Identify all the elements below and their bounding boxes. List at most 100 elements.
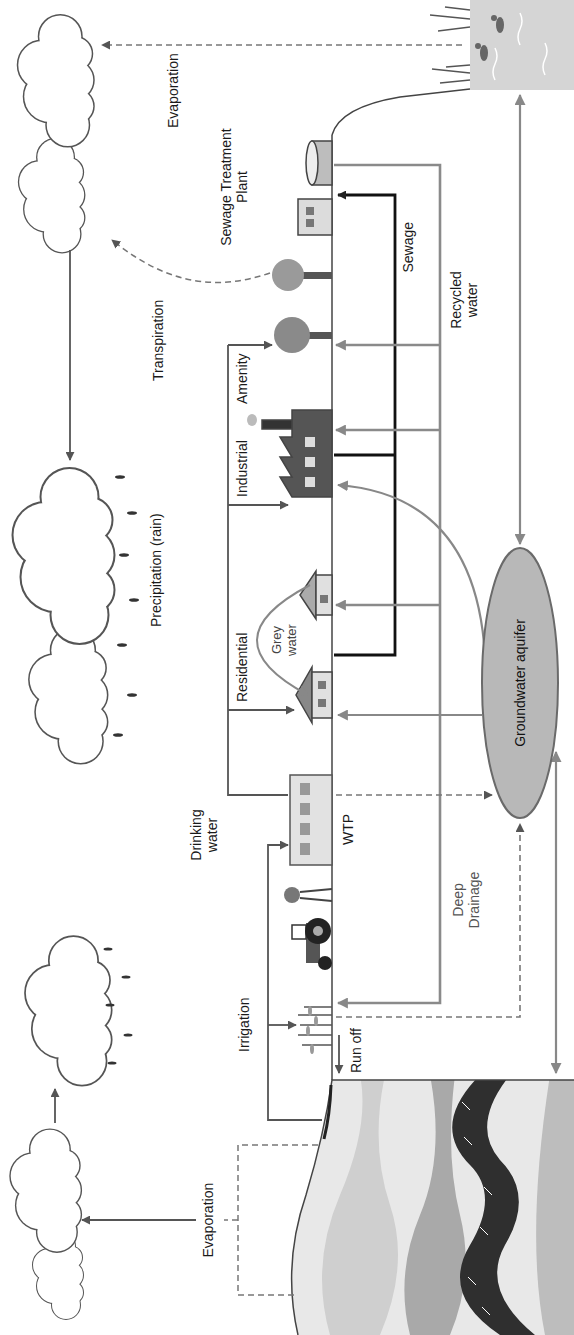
crops bbox=[308, 1006, 312, 1016]
tractor bbox=[313, 926, 323, 936]
factory bbox=[305, 437, 315, 447]
cloud bbox=[11, 1130, 81, 1252]
lake bbox=[432, 69, 470, 73]
lake bbox=[445, 7, 470, 10]
rain-drop bbox=[124, 1033, 133, 1036]
supply-line bbox=[338, 1035, 340, 1073]
lake bbox=[430, 15, 470, 19]
sewage-treatment-plant bbox=[306, 207, 314, 215]
diagram-label: Grey water bbox=[270, 620, 300, 660]
cloud-arrow bbox=[69, 250, 71, 460]
tractor bbox=[292, 925, 306, 939]
aquifer-label: Groundwater aquifer bbox=[512, 619, 528, 747]
supply-line bbox=[228, 504, 288, 506]
diagram-label: Amenity bbox=[234, 353, 250, 404]
recycled-water-pipe bbox=[336, 429, 440, 432]
rain-drop bbox=[122, 975, 131, 978]
factory bbox=[247, 410, 332, 497]
house bbox=[296, 667, 312, 723]
groundwater-flow bbox=[338, 485, 484, 643]
crops bbox=[298, 1034, 332, 1036]
sewage-pipe bbox=[334, 195, 395, 655]
factory bbox=[305, 457, 315, 467]
groundwater-flow bbox=[338, 714, 482, 716]
water-treatment-plant bbox=[300, 889, 332, 901]
crops bbox=[310, 1044, 314, 1054]
geological-section bbox=[482, 1307, 490, 1315]
deep-drainage-line bbox=[336, 795, 520, 1017]
tree bbox=[274, 317, 310, 353]
house bbox=[320, 595, 328, 603]
geological-section bbox=[464, 1137, 472, 1145]
cloud bbox=[14, 469, 114, 643]
evaporation-line bbox=[102, 44, 462, 46]
diagram-label: Deep Drainage bbox=[450, 867, 482, 933]
supply-line bbox=[228, 709, 294, 711]
lake bbox=[438, 27, 470, 31]
supply-line bbox=[228, 345, 288, 795]
lake bbox=[518, 13, 522, 45]
house bbox=[312, 672, 332, 718]
crops bbox=[314, 1016, 318, 1026]
sewage-pipe bbox=[334, 454, 395, 457]
diagram-label: WTP bbox=[340, 814, 356, 845]
aquifer-ellipse: Groundwater aquifer bbox=[480, 546, 560, 820]
cloud-arrow bbox=[54, 1089, 56, 1123]
deep-drainage-line bbox=[336, 794, 492, 796]
lake bbox=[491, 15, 497, 21]
house bbox=[318, 681, 326, 689]
groundwater-flow bbox=[555, 752, 557, 1073]
geological-section bbox=[462, 1102, 492, 1315]
rain-drop bbox=[115, 475, 125, 479]
diagram-label: Evaporation bbox=[200, 1183, 216, 1258]
geological-section bbox=[484, 1187, 492, 1195]
factory bbox=[305, 477, 315, 487]
diagram-label: Industrial bbox=[234, 440, 250, 497]
ground-line bbox=[332, 89, 470, 135]
geological-section bbox=[292, 1075, 574, 1335]
recycled-water-pipe bbox=[334, 165, 440, 1003]
lake bbox=[543, 43, 547, 75]
diagram-label: Run off bbox=[348, 1028, 364, 1073]
diagram-label: Sewage bbox=[400, 222, 416, 273]
lake bbox=[480, 45, 488, 61]
recycled-water-pipe bbox=[334, 165, 440, 1003]
factory bbox=[247, 414, 257, 426]
sewage-treatment-plant bbox=[306, 141, 318, 185]
lake bbox=[475, 15, 504, 61]
lake bbox=[496, 17, 504, 33]
evaporation-line bbox=[224, 1219, 238, 1221]
rain-drop bbox=[127, 511, 137, 515]
geological-section bbox=[462, 1102, 470, 1110]
cloud bbox=[18, 16, 93, 147]
cloud bbox=[11, 16, 114, 1320]
diagram-label: Precipitation (rain) bbox=[148, 513, 164, 627]
evaporation-line bbox=[238, 1145, 318, 1295]
diagram-label: Residential bbox=[234, 633, 250, 702]
evaporation-line bbox=[112, 240, 270, 282]
cloud bbox=[30, 629, 107, 763]
water-treatment-plant bbox=[284, 887, 300, 903]
grey-water-arrow bbox=[257, 585, 310, 695]
geological-section bbox=[322, 1075, 574, 1335]
water-treatment-plant bbox=[284, 775, 332, 903]
rain-drop bbox=[127, 693, 137, 697]
tree bbox=[272, 259, 332, 353]
geological-section bbox=[480, 1227, 488, 1235]
supply-line bbox=[228, 345, 339, 1120]
sewage-pipe bbox=[334, 195, 395, 655]
lake bbox=[440, 80, 470, 83]
supply-line bbox=[268, 845, 322, 1120]
crops bbox=[298, 1014, 332, 1016]
house bbox=[300, 571, 316, 619]
rain-drop bbox=[106, 1003, 115, 1006]
cloud-arrow bbox=[82, 1219, 196, 1221]
sewage-treatment-plant bbox=[298, 141, 332, 235]
water-treatment-plant bbox=[300, 823, 310, 835]
geological-section bbox=[468, 1277, 476, 1285]
house bbox=[316, 575, 332, 615]
sewage-treatment-plant bbox=[306, 219, 314, 227]
grey-water-arrow bbox=[257, 585, 310, 695]
diagram-label: Irrigation bbox=[236, 998, 252, 1052]
aquifer-outline bbox=[482, 548, 558, 818]
